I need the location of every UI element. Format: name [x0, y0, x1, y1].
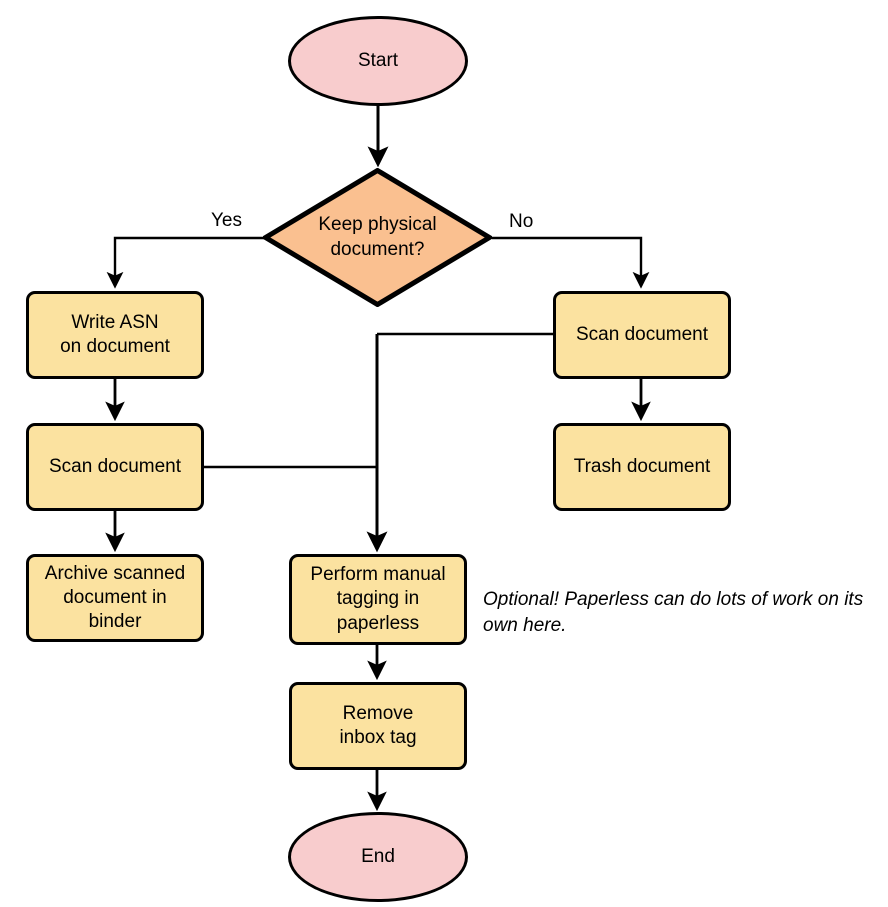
node-end[interactable]: End	[288, 812, 468, 902]
diamond-shape	[263, 168, 492, 307]
edge-decision-yes-to-write-asn	[106, 236, 264, 289]
node-end-label: End	[361, 845, 395, 867]
node-archive-scanned-document-in-binder[interactable]: Archive scanned document in binder	[26, 554, 204, 642]
node-write-asn-label: Write ASN on document	[60, 311, 170, 357]
node-remove-inbox-tag-label: Remove inbox tag	[339, 702, 417, 748]
annotation-optional-note: Optional! Paperless can do lots of work …	[483, 589, 864, 636]
node-start-label: Start	[357, 49, 399, 71]
node-trash-document[interactable]: Trash document	[553, 423, 731, 511]
edge-label-no: No	[509, 211, 534, 232]
node-decision-keep-physical-document[interactable]: Keep physical document?	[263, 168, 492, 307]
node-scan-document-left[interactable]: Scan document	[26, 423, 204, 511]
node-start[interactable]: Start	[288, 16, 468, 106]
node-write-asn-on-document[interactable]: Write ASN on document	[26, 291, 204, 379]
node-archive-binder-label: Archive scanned document in binder	[44, 562, 186, 633]
edge-label-yes: Yes	[211, 210, 242, 231]
node-decision-label: Keep physical document?	[318, 214, 437, 260]
node-scan-document-right[interactable]: Scan document	[553, 291, 731, 379]
node-manual-tagging-label: Perform manual tagging in paperless	[310, 564, 446, 634]
node-perform-manual-tagging-in-paperless[interactable]: Perform manual tagging in paperless	[289, 554, 467, 645]
node-remove-inbox-tag[interactable]: Remove inbox tag	[289, 682, 467, 770]
edge-decision-no-to-scan-right	[492, 236, 650, 289]
node-scan-document-right-label: Scan document	[575, 323, 709, 345]
node-trash-document-label: Trash document	[573, 455, 711, 477]
node-scan-document-left-label: Scan document	[48, 455, 182, 477]
